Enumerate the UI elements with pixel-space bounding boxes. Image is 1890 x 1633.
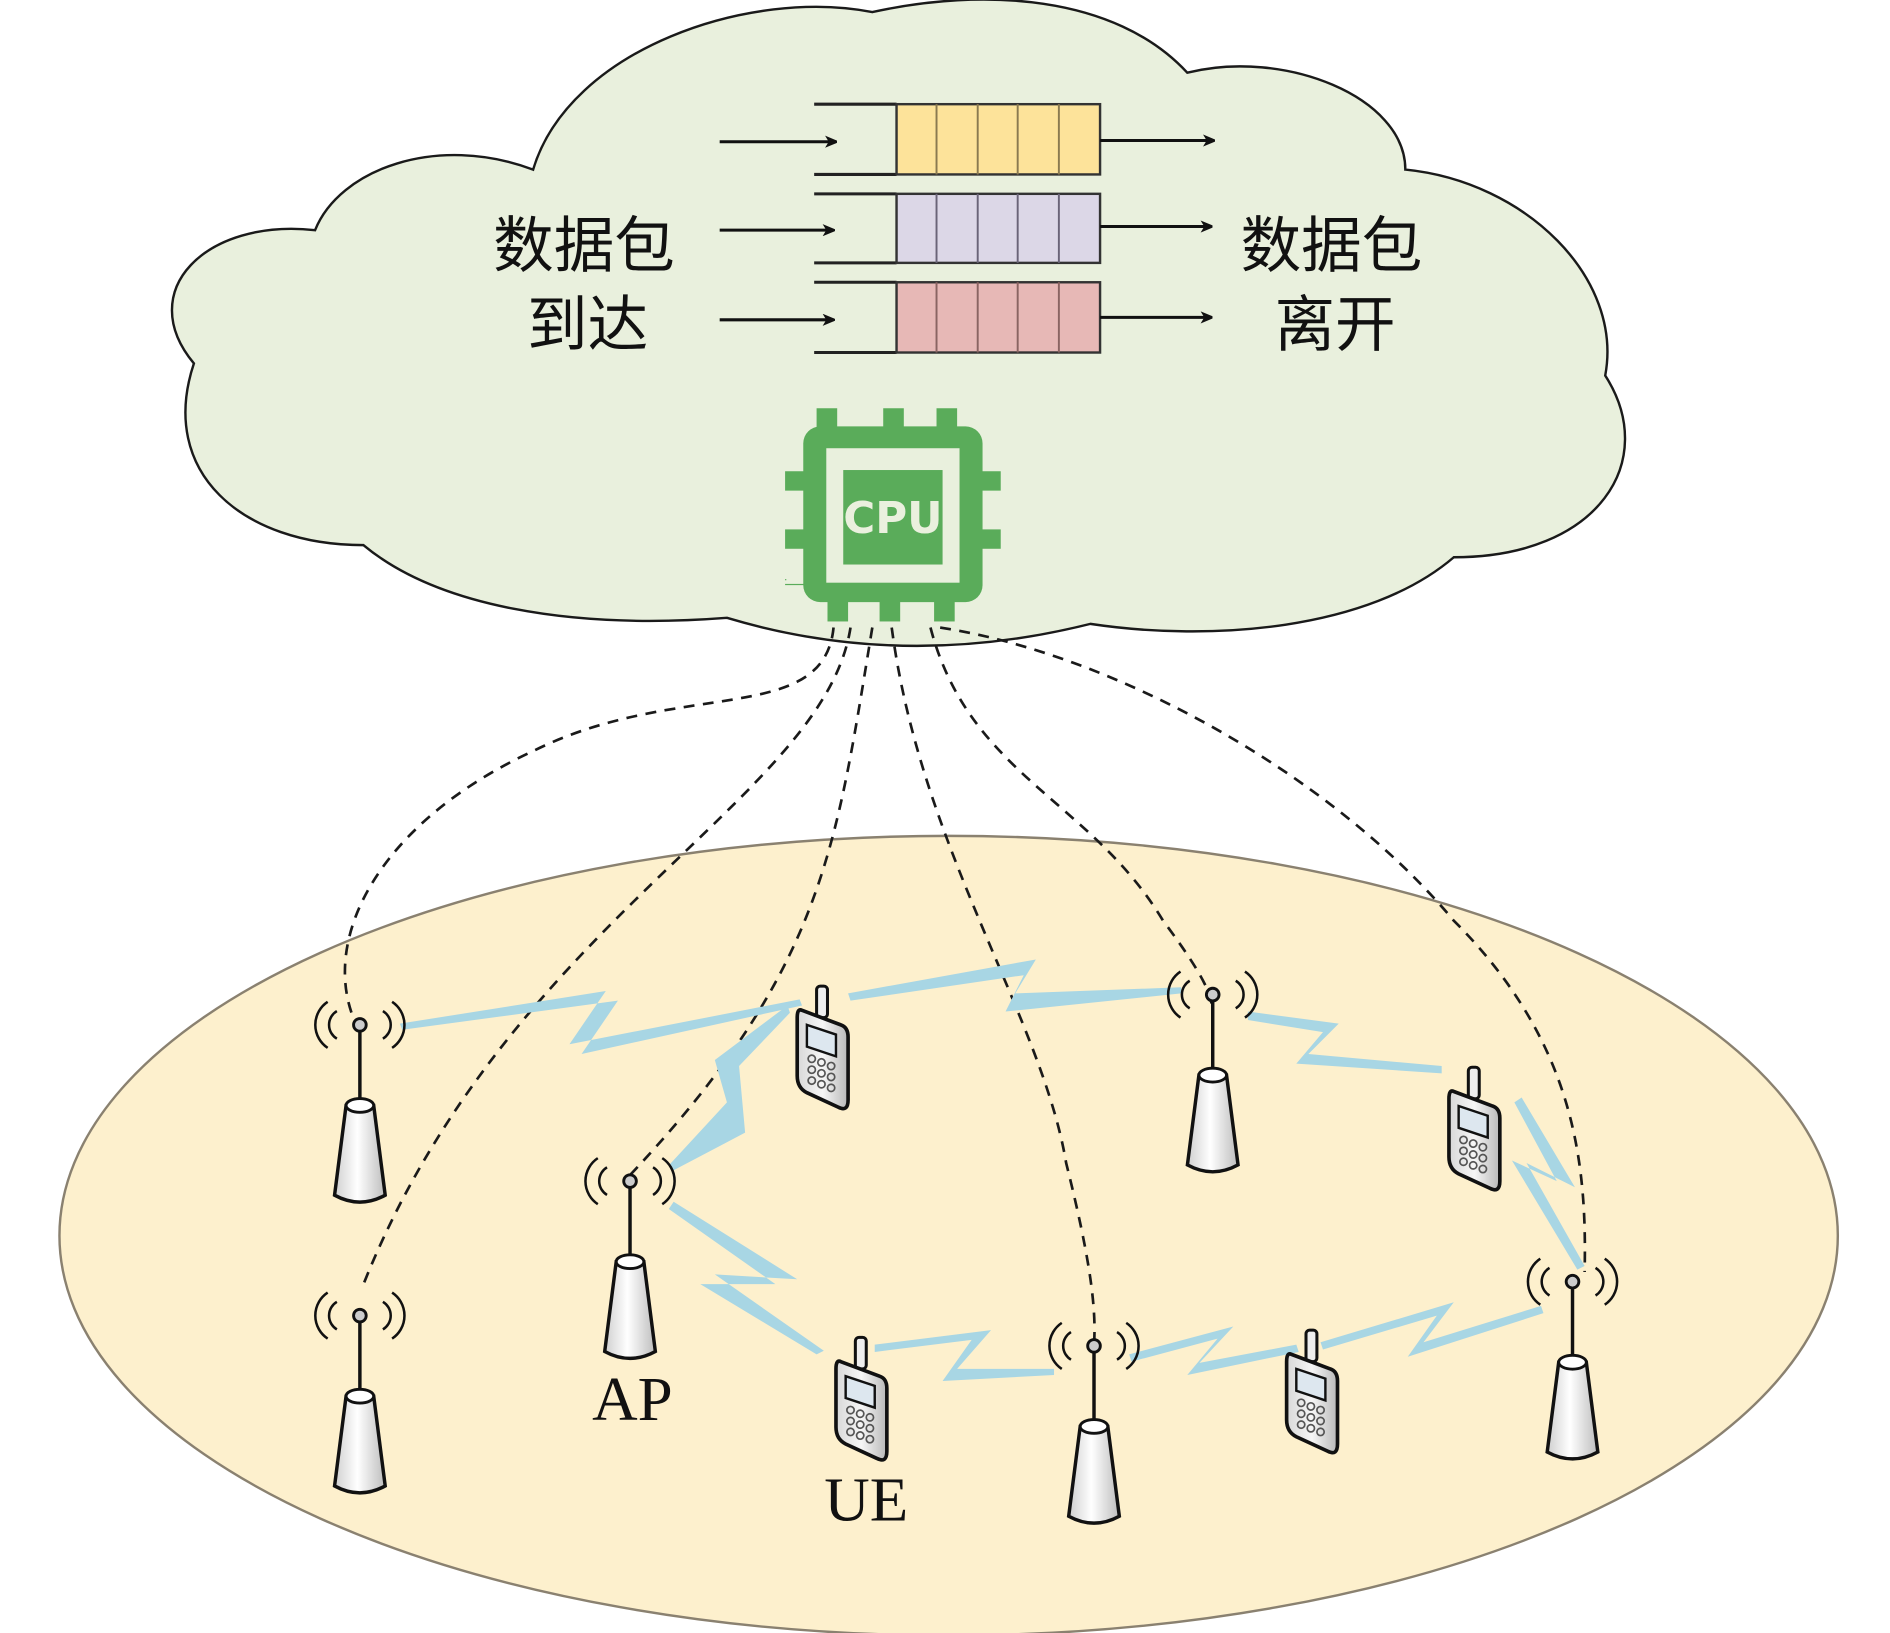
coverage-area xyxy=(58,834,1839,1633)
cpu-icon: CPU xyxy=(785,408,1001,622)
arrival-label-line1: 数据包 xyxy=(493,212,675,282)
ue-label: UE xyxy=(824,1464,908,1534)
fronthaul-links xyxy=(343,626,1587,1345)
departure-label-line1: 数据包 xyxy=(1241,212,1423,282)
arrival-label-line2: 到达 xyxy=(527,290,648,360)
queue-3 xyxy=(719,280,1212,355)
ap-label: AP xyxy=(592,1364,673,1434)
packet-queues xyxy=(719,102,1214,355)
queue-1 xyxy=(719,102,1214,176)
queue-2 xyxy=(719,192,1212,265)
wireless-links xyxy=(399,959,1585,1382)
departure-label-line2: 离开 xyxy=(1275,290,1396,360)
cpu-label: CPU xyxy=(843,494,942,544)
